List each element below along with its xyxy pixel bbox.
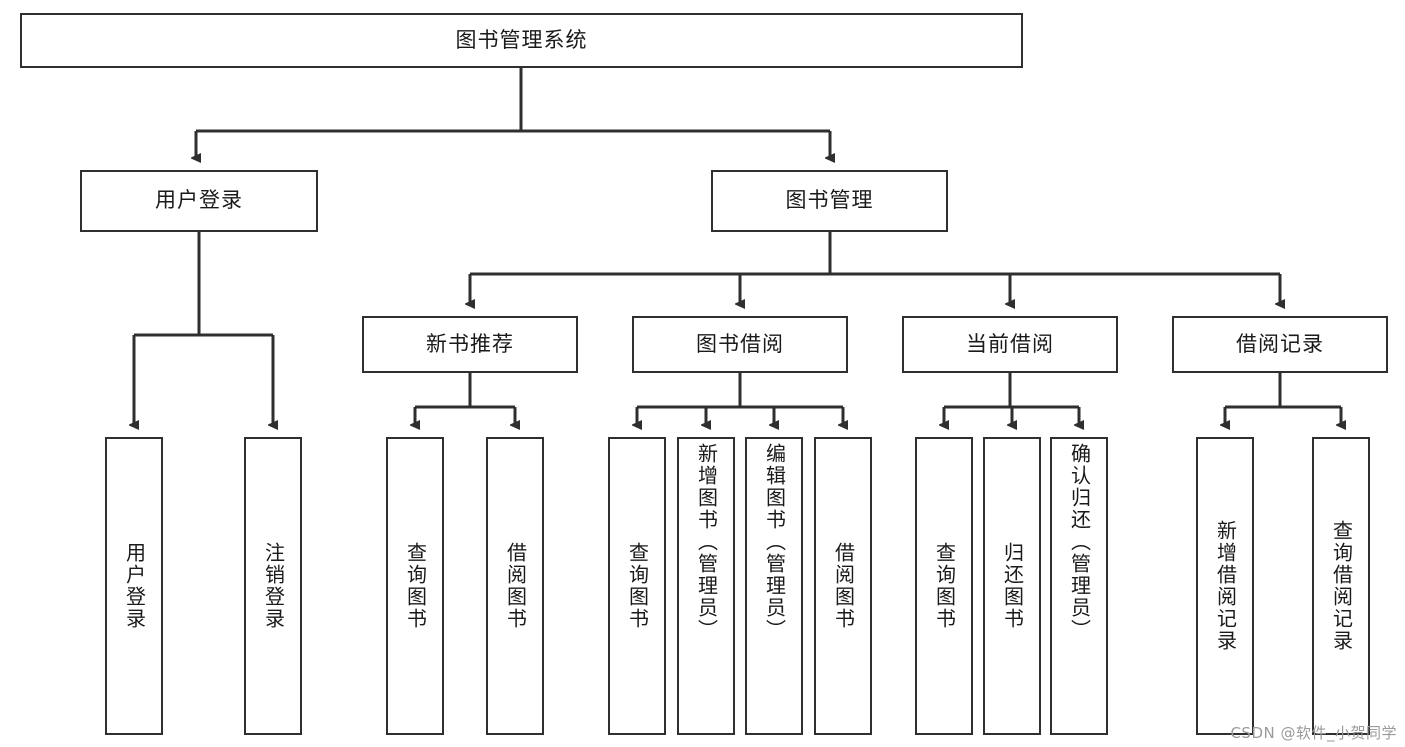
node-user-login[interactable]: 用户登录 xyxy=(80,170,318,232)
node-label: 查询图书 xyxy=(625,542,650,630)
node-label: 当前借阅 xyxy=(966,331,1054,356)
node-new-book-recommend[interactable]: 新书推荐 xyxy=(362,316,578,373)
node-leaf-user-login[interactable]: 用户登录 xyxy=(105,437,163,735)
connectors-book-borrow xyxy=(637,373,843,425)
node-label: 图书管理 xyxy=(785,188,874,213)
node-leaf-query-book-current[interactable]: 查询图书 xyxy=(915,437,973,735)
node-label: 新增图书（管理员） xyxy=(694,443,719,641)
connectors-new-book-recommend xyxy=(415,373,515,425)
node-label: 图书借阅 xyxy=(696,331,784,356)
node-root-system[interactable]: 图书管理系统 xyxy=(20,13,1023,68)
node-leaf-add-book-admin[interactable]: 新增图书（管理员） xyxy=(677,437,735,735)
node-label: 归还图书 xyxy=(1000,542,1025,630)
node-current-borrow[interactable]: 当前借阅 xyxy=(902,316,1118,373)
connectors-borrow-record xyxy=(1225,373,1341,425)
node-label: 查询图书 xyxy=(932,542,957,630)
node-label: 查询图书 xyxy=(403,542,428,630)
node-book-management[interactable]: 图书管理 xyxy=(711,170,948,232)
connectors-current-borrow xyxy=(944,373,1079,425)
node-leaf-return-book[interactable]: 归还图书 xyxy=(983,437,1041,735)
node-label: 用户登录 xyxy=(155,188,243,213)
csdn-watermark: CSDN @软件_小贺同学 xyxy=(1230,724,1397,742)
node-label: 编辑图书（管理员） xyxy=(762,443,787,641)
node-label: 注销登录 xyxy=(261,542,286,630)
node-label: 查询借阅记录 xyxy=(1329,520,1354,652)
node-leaf-query-book-borrow[interactable]: 查询图书 xyxy=(608,437,666,735)
node-label: 借阅记录 xyxy=(1236,331,1324,356)
node-leaf-borrow-book[interactable]: 借阅图书 xyxy=(814,437,872,735)
node-label: 确认归还（管理员） xyxy=(1067,443,1092,641)
node-leaf-edit-book-admin[interactable]: 编辑图书（管理员） xyxy=(745,437,803,735)
node-book-borrow[interactable]: 图书借阅 xyxy=(632,316,848,373)
node-label: 图书管理系统 xyxy=(455,27,588,52)
node-borrow-record[interactable]: 借阅记录 xyxy=(1172,316,1388,373)
connectors-user-login xyxy=(134,232,273,425)
node-label: 新增借阅记录 xyxy=(1213,520,1238,652)
node-leaf-query-book-recommend[interactable]: 查询图书 xyxy=(386,437,444,735)
node-leaf-logout[interactable]: 注销登录 xyxy=(244,437,302,735)
node-label: 新书推荐 xyxy=(426,331,514,356)
node-label: 借阅图书 xyxy=(831,542,856,630)
connectors-book-management xyxy=(470,232,1280,304)
node-leaf-borrow-book-recommend[interactable]: 借阅图书 xyxy=(486,437,544,735)
node-label: 用户登录 xyxy=(122,542,147,630)
node-leaf-confirm-return-admin[interactable]: 确认归还（管理员） xyxy=(1050,437,1108,735)
node-label: 借阅图书 xyxy=(503,542,528,630)
node-leaf-query-borrow-record[interactable]: 查询借阅记录 xyxy=(1312,437,1370,735)
node-leaf-add-borrow-record[interactable]: 新增借阅记录 xyxy=(1196,437,1254,735)
connectors-level1 xyxy=(196,68,830,158)
